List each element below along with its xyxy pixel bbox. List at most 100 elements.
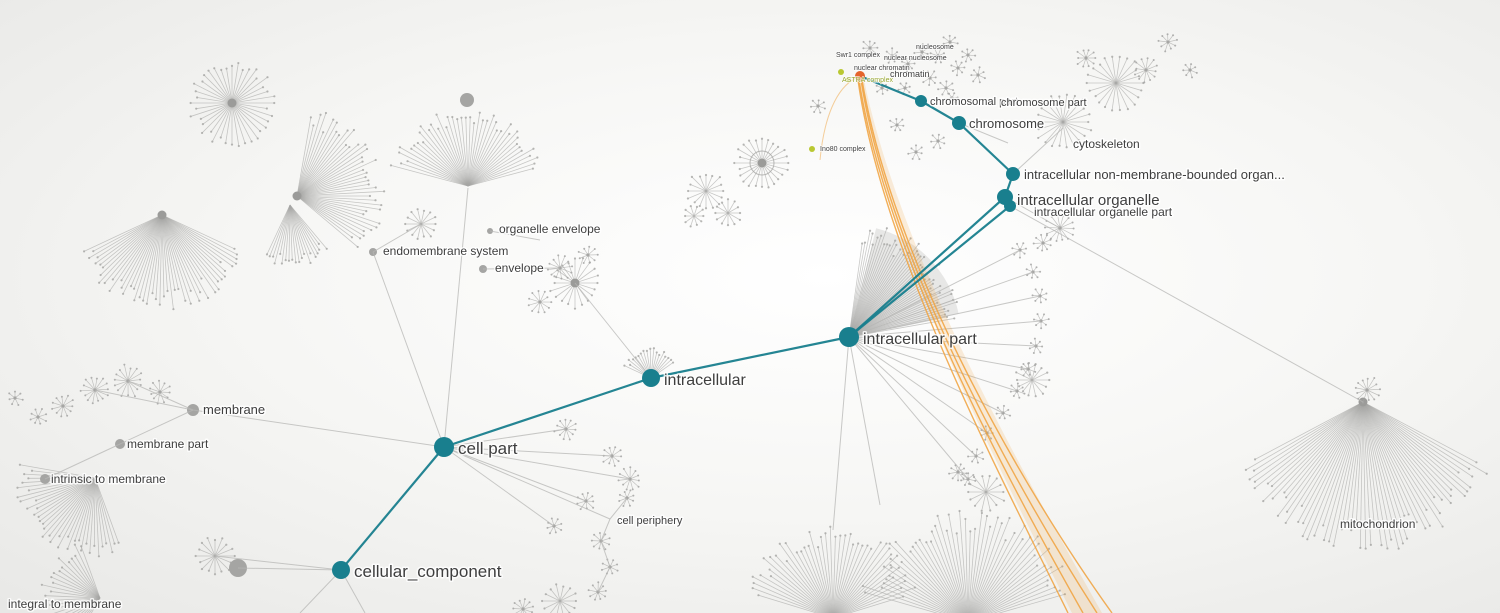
gray-edge [214, 555, 342, 571]
term-label-ino80-complex[interactable]: Ino80 complex [819, 145, 867, 154]
star-spoke [87, 389, 96, 401]
term-label-intrinsic-to-membrane[interactable]: intrinsic to membrane [50, 471, 168, 488]
star-tip [1032, 242, 1035, 245]
cluster-spoke [289, 204, 318, 254]
star-spoke [94, 389, 99, 401]
cluster-tip [486, 119, 489, 122]
term-label-organelle-envelope[interactable]: organelle envelope [498, 221, 603, 238]
cluster-spoke [1362, 401, 1452, 504]
graph-node-chromatin_hub[interactable] [855, 71, 865, 81]
term-label-nuclear-nucleosome[interactable]: nuclear nucleosome [883, 54, 947, 63]
star-tip [956, 96, 959, 99]
term-label-membrane[interactable]: membrane [202, 401, 267, 419]
term-label-chromosome-part[interactable]: chromosome part [1000, 96, 1089, 111]
term-label-membrane-part[interactable]: membrane part [126, 436, 211, 453]
star-tip [823, 107, 826, 110]
gray-edge [1009, 205, 1364, 403]
term-label-mitochondrion[interactable]: mitochondrion [1339, 516, 1417, 533]
cluster-tip [733, 161, 736, 165]
cluster-tip [1346, 522, 1349, 525]
star-tip [951, 46, 954, 49]
cluster-spoke [231, 86, 264, 104]
cluster-spoke [34, 477, 96, 516]
graph-node-intracellular[interactable] [642, 369, 660, 387]
star-tip [881, 92, 884, 95]
cluster-tip [581, 257, 585, 260]
graph-node-chromosome[interactable] [952, 116, 966, 130]
cluster-tip [1270, 484, 1274, 488]
graph-node-non_membrane_organelle[interactable] [1006, 167, 1020, 181]
graph-node-cellular_component[interactable] [332, 561, 350, 579]
graph-node-chromosomal_part[interactable] [915, 95, 927, 107]
node-label-intracellular_organelle[interactable]: intracellular organelle [1016, 191, 1162, 211]
star-tip [133, 395, 136, 398]
star-spoke [529, 298, 541, 303]
star-cluster [944, 92, 959, 105]
node-label-chromosome[interactable]: chromosome [968, 115, 1046, 133]
cluster-tip [325, 247, 328, 250]
star-tip [611, 572, 614, 575]
cluster-tip [219, 136, 222, 139]
star-tip [587, 589, 590, 592]
star-tip [1067, 217, 1070, 220]
graph-node-cell_part[interactable] [434, 437, 454, 457]
cluster-spoke [208, 555, 216, 571]
cluster-tip [934, 524, 937, 527]
star-tip [91, 402, 94, 405]
term-label-swr1-complex[interactable]: Swr1 complex [835, 51, 881, 60]
cluster-spoke [699, 190, 707, 207]
cluster-tip [689, 225, 692, 228]
cluster-spoke [993, 590, 1060, 613]
node-label-chromosomal_part[interactable]: chromosomal part [929, 95, 1020, 110]
star-tip [981, 451, 984, 454]
term-label-cell-periphery[interactable]: cell periphery [616, 514, 685, 529]
graph-node-intracellular_part[interactable] [839, 327, 859, 347]
term-label-nuclear-chromatin[interactable]: nuclear chromatin [853, 64, 910, 73]
star-tip [1016, 382, 1019, 385]
term-label-endomembrane-system[interactable]: endomembrane system [382, 243, 510, 260]
cluster-spoke [981, 476, 987, 493]
star-tip [939, 147, 942, 150]
cluster-spoke [161, 214, 176, 290]
star-tip [84, 394, 87, 397]
cluster-spoke [834, 545, 868, 613]
cluster-spoke [146, 214, 163, 304]
cluster-tip [925, 541, 928, 544]
cluster-tip [111, 551, 114, 554]
star-tip [961, 473, 964, 476]
cluster-spoke [1111, 82, 1117, 111]
node-label-intracellular_organelle_part[interactable]: intracellular organelle part [1033, 204, 1175, 221]
star-tip [66, 414, 69, 417]
cluster-spoke [202, 102, 233, 125]
cluster-tip [1133, 60, 1136, 63]
cluster-spoke [848, 308, 945, 338]
node-label-intracellular_part[interactable]: intracellular part [862, 330, 979, 350]
star-spoke [629, 470, 636, 480]
star-tip [1375, 383, 1378, 386]
term-label-envelope[interactable]: envelope [494, 260, 546, 277]
term-label-nucleosome[interactable]: nucleosome [915, 43, 954, 52]
cluster-spoke [231, 102, 273, 117]
graph-node-intracellular_organelle_part[interactable] [1004, 200, 1016, 212]
term-label-chromatin[interactable]: chromatin [889, 68, 930, 80]
cluster-spoke [1333, 401, 1364, 546]
node-label-cellular_component[interactable]: cellular_component [353, 561, 504, 583]
term-label-cytoskeleton[interactable]: cytoskeleton [1072, 136, 1142, 153]
cluster-tip [973, 527, 977, 530]
term-label-astra-complex[interactable]: ASTRA complex [841, 76, 894, 85]
cluster-spoke [1272, 401, 1364, 499]
node-label-intracellular[interactable]: intracellular [663, 371, 748, 391]
node-label-non_membrane_organelle[interactable]: intracellular non-membrane-bounded organ… [1023, 166, 1287, 184]
node-label-cell_part[interactable]: cell part [457, 438, 520, 460]
star-tip [613, 464, 616, 467]
star-tip [1092, 62, 1095, 65]
cluster-tip [85, 542, 88, 545]
cluster-tip [117, 541, 120, 544]
cluster-tip [1046, 102, 1049, 105]
cluster-spoke [690, 206, 695, 217]
term-label-integral-to-membrane[interactable]: integral to membrane [7, 596, 124, 613]
star-spoke [83, 385, 96, 391]
cluster-tip [1015, 371, 1018, 374]
